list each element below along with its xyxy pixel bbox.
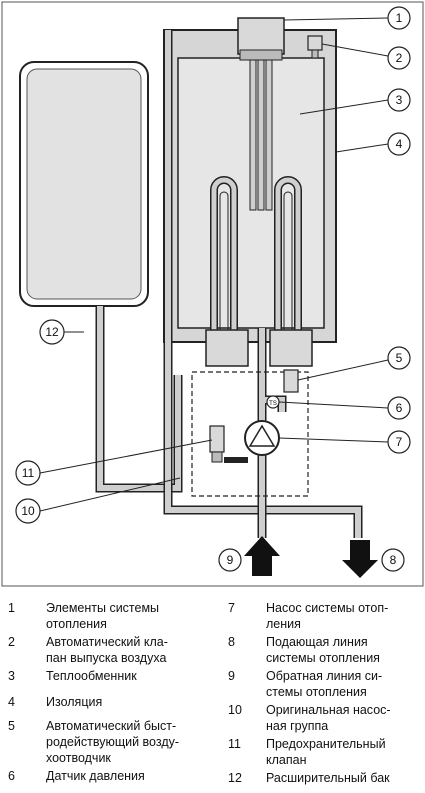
return-inlet-arrow xyxy=(244,536,280,576)
callout-1: 1 xyxy=(387,6,411,30)
air-vent-valve xyxy=(307,35,323,51)
callout-12: 12 xyxy=(39,319,65,345)
svg-text:10: 10 xyxy=(21,504,35,518)
legend-text: Предохранительный клапан xyxy=(266,737,386,767)
legend-text: Элементы системы отопления xyxy=(46,601,160,631)
legend-text: Обратная линия си- стемы отопления xyxy=(266,669,383,699)
svg-text:9: 9 xyxy=(227,553,234,567)
legend-text: Теплообменник xyxy=(46,669,137,683)
heating-rods xyxy=(249,59,273,211)
callout-10: 10 xyxy=(15,498,41,524)
quick-air-vent xyxy=(283,369,299,393)
callout-4: 4 xyxy=(387,132,411,156)
svg-text:TS: TS xyxy=(269,401,277,407)
legend-item-8: 8 Подающая линия системы отопления xyxy=(228,634,423,666)
legend-num: 11 xyxy=(228,737,241,751)
safety-valve xyxy=(209,425,248,463)
callout-3: 3 xyxy=(387,88,411,112)
svg-text:5: 5 xyxy=(396,351,403,365)
diagram-frame xyxy=(1,1,424,587)
legend-text: Автоматический кла- пан выпуска воздуха xyxy=(46,635,168,665)
legend-num: 9 xyxy=(228,669,235,683)
legend-num: 7 xyxy=(228,601,235,615)
legend: 1 Элементы системы отопления 2 Автоматич… xyxy=(0,596,425,793)
svg-text:8: 8 xyxy=(390,553,397,567)
svg-text:11: 11 xyxy=(22,466,35,480)
flow-outlet-arrow xyxy=(342,540,378,578)
legend-item-2: 2 Автоматический кла- пан выпуска воздух… xyxy=(8,634,213,666)
legend-item-5: 5 Автоматический быст- родействующий воз… xyxy=(8,718,213,766)
legend-text: Насос системы отоп- ления xyxy=(266,601,389,631)
legend-item-7: 7 Насос системы отоп- ления xyxy=(228,600,423,632)
callout-7: 7 xyxy=(387,430,411,454)
legend-text: Автоматический быст- родействующий возду… xyxy=(46,719,180,765)
legend-item-12: 12 Расширительный бак xyxy=(228,770,423,786)
svg-text:4: 4 xyxy=(396,137,403,151)
legend-item-9: 9 Обратная линия си- стемы отопления xyxy=(228,668,423,700)
callout-11: 11 xyxy=(15,460,41,486)
svg-text:6: 6 xyxy=(396,401,403,415)
leader-lines xyxy=(39,17,389,512)
legend-num: 3 xyxy=(8,669,15,683)
legend-item-10: 10 Оригинальная насос- ная группа xyxy=(228,702,423,734)
heating-element-head xyxy=(237,17,285,55)
legend-text: Расширительный бак xyxy=(266,771,390,785)
svg-text:7: 7 xyxy=(396,435,403,449)
legend-item-4: 4 Изоляция xyxy=(8,694,213,710)
legend-num: 8 xyxy=(228,635,235,649)
callout-5: 5 xyxy=(387,346,411,370)
legend-text: Оригинальная насос- ная группа xyxy=(266,703,391,733)
legend-item-3: 3 Теплообменник xyxy=(8,668,213,684)
legend-item-6: 6 Датчик давления xyxy=(8,768,213,784)
svg-text:12: 12 xyxy=(45,325,59,339)
legend-item-1: 1 Элементы системы отопления xyxy=(8,600,213,632)
legend-num: 10 xyxy=(228,703,242,717)
legend-num: 5 xyxy=(8,719,15,733)
legend-item-11: 11 Предохранительный клапан xyxy=(228,736,423,768)
legend-num: 1 xyxy=(8,601,15,615)
callout-6: 6 xyxy=(387,396,411,420)
legend-num: 12 xyxy=(228,771,242,785)
callout-9: 9 xyxy=(218,548,242,572)
callout-2: 2 xyxy=(387,46,411,70)
legend-text: Изоляция xyxy=(46,695,103,709)
svg-text:3: 3 xyxy=(396,93,403,107)
svg-text:1: 1 xyxy=(396,11,403,25)
legend-num: 2 xyxy=(8,635,15,649)
legend-num: 4 xyxy=(8,695,15,709)
legend-text: Датчик давления xyxy=(46,769,145,783)
boiler-diagram: TS 1 2 3 4 5 xyxy=(1,1,424,587)
legend-text: Подающая линия системы отопления xyxy=(266,635,380,665)
pump-group-box xyxy=(191,371,309,497)
svg-text:2: 2 xyxy=(396,51,403,65)
legend-num: 6 xyxy=(8,769,15,783)
callout-8: 8 xyxy=(381,548,405,572)
